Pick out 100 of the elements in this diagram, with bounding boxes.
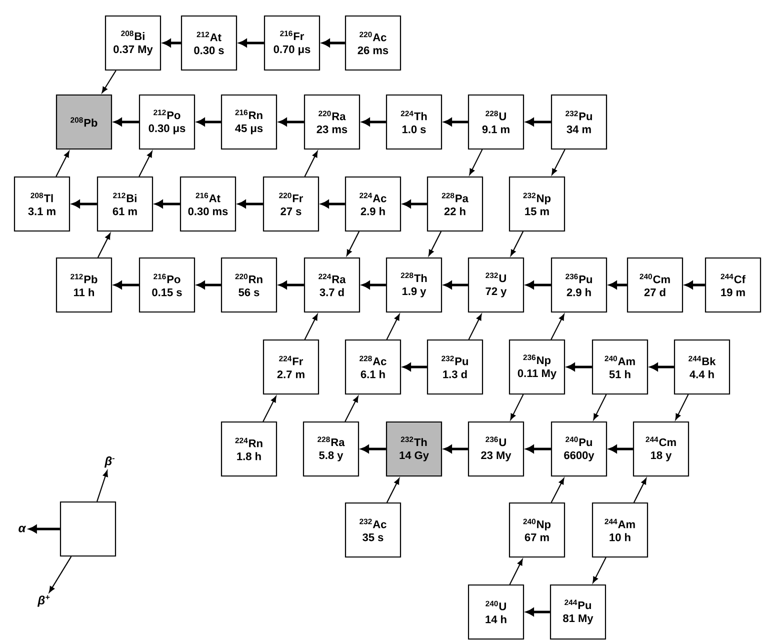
alpha-decay-arrow: [650, 363, 674, 371]
beta-decay-arrow: [593, 394, 607, 420]
alpha-decay-arrow: [685, 281, 705, 289]
nuclide-box: $^{232}$Th 14 Gy: [386, 421, 442, 477]
alpha-decay-arrow: [526, 281, 551, 289]
legend-box: [60, 501, 116, 557]
nuclide-box: $^{212}$At 0.30 s: [180, 15, 238, 71]
nuclide-box: $^{236}$U 23 My: [468, 421, 524, 477]
nuclide-box: $^{236}$Np 0.11 My: [508, 339, 566, 395]
nuclide-box: $^{232}$Pu 1.3 d: [426, 339, 484, 395]
alpha-decay-arrow: [444, 445, 468, 453]
beta-decay-arrow: [97, 233, 111, 258]
alpha-decay-arrow: [29, 525, 60, 533]
alpha-decay-arrow: [567, 363, 592, 371]
nuclide-box: $^{228}$Ra 5.8 y: [302, 421, 360, 477]
beta-decay-arrow: [510, 394, 524, 420]
alpha-decay-arrow: [114, 118, 139, 126]
nuclide-box: $^{224}$Ra 3.7 d: [304, 257, 360, 313]
nuclide-box: $^{220}$Rn 56 s: [220, 257, 278, 313]
alpha-decay-arrow: [526, 118, 551, 126]
alpha-decay-arrow: [403, 363, 427, 371]
alpha-decay-arrow: [361, 445, 386, 453]
nuclide-box: $^{240}$Cm 27 d: [626, 257, 684, 313]
beta-decay-arrow: [304, 314, 318, 340]
alpha-decay-arrow: [155, 200, 180, 208]
alpha-decay-arrow: [163, 39, 181, 47]
nuclide-box: $^{232}$Ac 35 s: [344, 502, 402, 558]
beta-decay-arrow: [509, 559, 523, 585]
nuclide-box: $^{216}$Fr 0.70 μs: [264, 15, 320, 71]
nuclide-box: $^{216}$Rn 45 μs: [220, 94, 278, 150]
nuclide-box: $^{212}$Po 0.30 μs: [138, 94, 196, 150]
alpha-decay-arrow: [114, 281, 139, 289]
nuclide-box: $^{244}$Pu 81 My: [550, 584, 606, 640]
alpha-decay-arrow: [609, 281, 627, 289]
alpha-decay-arrow: [279, 281, 304, 289]
nuclide-box: $^{228}$Th 1.9 y: [386, 257, 442, 313]
alpha-decay-arrow: [403, 200, 427, 208]
decay-label: β$^{-}$: [104, 456, 115, 468]
beta-decay-arrow: [346, 231, 360, 256]
decay-label: β$^{+}$: [37, 595, 50, 607]
alpha-decay-arrow: [279, 118, 304, 126]
nuclide-box: $^{240}$Np 67 m: [508, 502, 566, 558]
beta-decay-arrow: [102, 70, 116, 94]
beta-decay-arrow: [48, 556, 72, 593]
nuclide-box: $^{244}$Bk 4.4 h: [674, 339, 730, 395]
beta-decay-arrow: [633, 478, 647, 503]
beta-decay-arrow: [592, 557, 606, 583]
alpha-decay-arrow: [239, 39, 264, 47]
nuclide-box: $^{228}$Pa 22 h: [426, 176, 484, 232]
beta-decay-arrow: [510, 231, 524, 256]
alpha-decay-arrow: [238, 200, 263, 208]
nuclide-box: $^{240}$Am 51 h: [592, 339, 648, 395]
nuclide-box: $^{212}$Pb 11 h: [56, 257, 112, 313]
nuclide-box: $^{224}$Fr 2.7 m: [262, 339, 320, 395]
nuclide-box: $^{236}$Pu 2.9 h: [550, 257, 608, 313]
nuclide-box: $^{224}$Ac 2.9 h: [344, 176, 402, 232]
alpha-decay-arrow: [444, 118, 468, 126]
alpha-decay-arrow: [197, 281, 221, 289]
nuclide-box: $^{240}$Pu 6600y: [550, 421, 608, 477]
beta-decay-arrow: [469, 149, 483, 175]
beta-decay-arrow: [386, 314, 400, 340]
nuclide-box: $^{224}$Rn 1.8 h: [220, 421, 278, 477]
nuclide-box: $^{244}$Cm 18 y: [632, 421, 690, 477]
beta-decay-arrow: [304, 151, 318, 177]
beta-decay-arrow: [56, 151, 70, 177]
beta-decay-arrow: [428, 231, 442, 256]
nuclide-box: $^{232}$U 72 y: [468, 257, 524, 313]
alpha-decay-arrow: [362, 118, 386, 126]
beta-decay-arrow: [552, 149, 566, 175]
nuclide-box: $^{212}$Bi 61 m: [96, 176, 154, 232]
beta-decay-arrow: [138, 151, 152, 177]
alpha-decay-arrow: [526, 445, 551, 453]
nuclide-box: $^{244}$Cf 19 m: [704, 257, 762, 313]
nuclide-box: $^{220}$Ac 26 ms: [344, 15, 402, 71]
alpha-decay-arrow: [444, 281, 468, 289]
nuclide-box: $^{240}$U 14 h: [468, 584, 524, 640]
nuclide-box: $^{220}$Fr 27 s: [262, 176, 320, 232]
beta-decay-arrow: [344, 396, 358, 422]
nuclide-box: $^{228}$U 9.1 m: [468, 94, 524, 150]
alpha-decay-arrow: [322, 39, 345, 47]
alpha-decay-arrow: [609, 445, 633, 453]
nuclide-box: $^{232}$Np 15 m: [508, 176, 566, 232]
alpha-decay-arrow: [197, 118, 221, 126]
nuclide-box: $^{228}$Ac 6.1 h: [344, 339, 402, 395]
decay-label: α: [18, 526, 26, 532]
nuclide-box: $^{216}$Po 0.15 s: [138, 257, 196, 313]
nuclide-box: $^{224}$Th 1.0 s: [386, 94, 442, 150]
nuclide-box: $^{244}$Am 10 h: [592, 502, 648, 558]
beta-decay-arrow: [550, 478, 564, 503]
alpha-decay-arrow: [321, 200, 345, 208]
nuclide-box: $^{208}$Tl 3.1 m: [14, 176, 70, 232]
nuclide-box: $^{220}$Ra 23 ms: [304, 94, 360, 150]
nuclide-box: $^{216}$At 0.30 ms: [180, 176, 236, 232]
nuclide-box: $^{208}$Bi 0.37 My: [104, 15, 162, 71]
beta-decay-arrow: [675, 394, 689, 420]
alpha-decay-arrow: [362, 281, 386, 289]
alpha-decay-arrow: [72, 200, 97, 208]
beta-decay-arrow: [468, 314, 482, 340]
beta-decay-arrow: [550, 314, 564, 340]
nuclide-box: $^{208}$Pb: [56, 94, 112, 150]
